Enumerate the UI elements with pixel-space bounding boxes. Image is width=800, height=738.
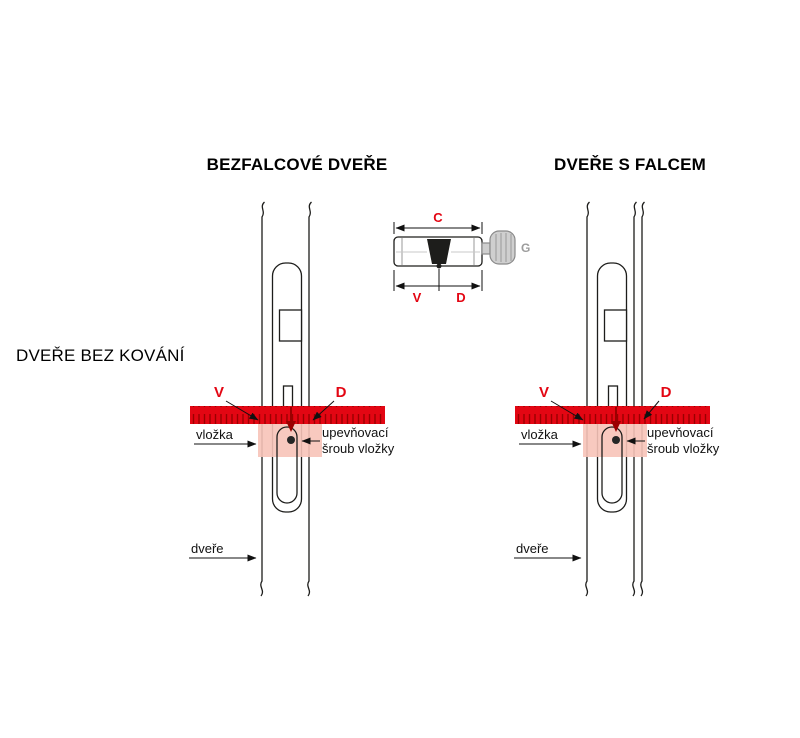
dim-d-label: D: [661, 384, 672, 401]
latch-opening: [603, 309, 628, 342]
dim-c-label: C: [433, 210, 443, 225]
screw-label-line1: upevňovací: [322, 425, 389, 440]
screw-label-line2: šroub vložky: [322, 441, 395, 456]
door-label: dveře: [191, 541, 224, 556]
dim-v-label: V: [539, 384, 549, 401]
dim-d-leader: [312, 400, 335, 421]
screw-label-line1: upevňovací: [647, 425, 714, 440]
measuring-tape: [515, 406, 710, 424]
cylinder-cam: [427, 239, 451, 264]
door-edge-line-right: [307, 201, 312, 597]
fixing-screw: [287, 436, 295, 444]
title-left-diagram: BEZFALCOVÉ DVEŘE: [207, 155, 388, 174]
cylinder-profile-top: [607, 385, 619, 409]
door-diagram-left: V D vložka upevňovací šroub vložky dveře: [189, 201, 395, 597]
door-edge-line-left: [585, 201, 590, 597]
knob-label: G: [521, 241, 530, 255]
side-note-no-fittings: DVEŘE BEZ KOVÁNÍ: [16, 346, 185, 365]
dim-v-leader: [225, 400, 259, 421]
fixing-screw: [612, 436, 620, 444]
door-edge-line-right: [632, 201, 637, 597]
title-right-diagram: DVEŘE S FALCEM: [554, 155, 706, 174]
cylinder-screw-hole: [436, 263, 442, 269]
latch-opening: [278, 309, 303, 342]
cylinder-label: vložka: [196, 427, 234, 442]
dim-d-label: D: [456, 290, 465, 305]
door-edge-line-left: [260, 201, 265, 597]
door-diagram-right: V D vložka upevňovací šroub vložky dveře: [514, 201, 720, 597]
dim-v-leader: [550, 400, 584, 421]
cylinder-label: vložka: [521, 427, 559, 442]
screw-label-line2: šroub vložky: [647, 441, 720, 456]
dim-v-label: V: [214, 384, 224, 401]
dim-v-label: V: [413, 290, 422, 305]
dim-d-leader: [643, 400, 660, 420]
measuring-tape: [190, 406, 385, 424]
rebate-line: [640, 201, 645, 597]
cylinder-detail: C V D G: [393, 210, 530, 305]
cylinder-profile-top: [282, 385, 294, 409]
knob-connector: [481, 242, 491, 255]
dim-d-label: D: [336, 384, 347, 401]
door-label: dveře: [516, 541, 549, 556]
